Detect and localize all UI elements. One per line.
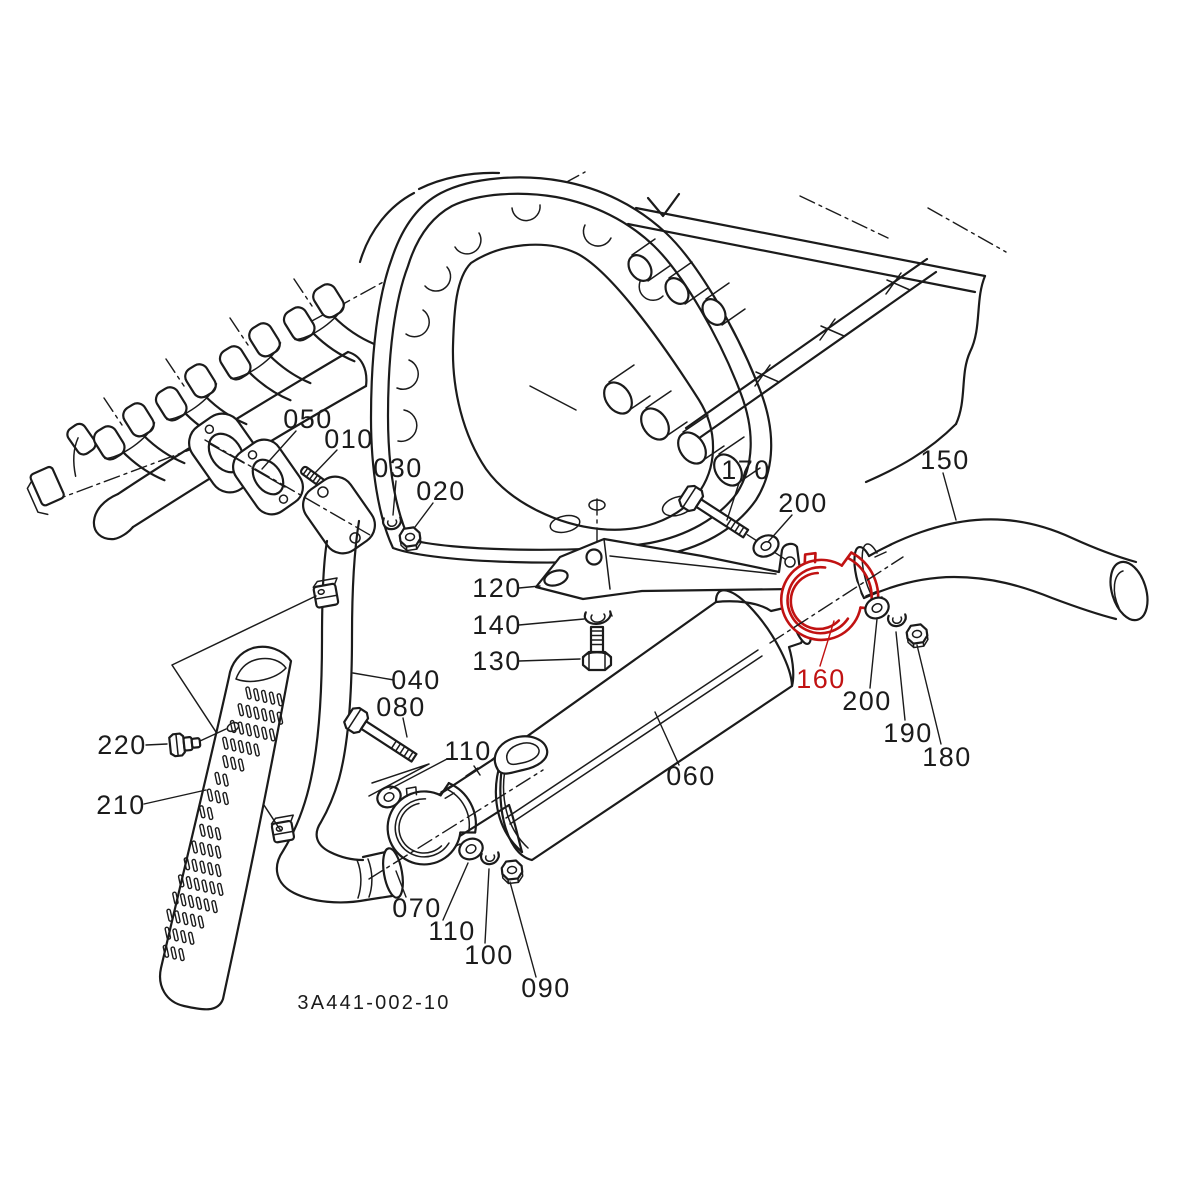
shield-perforations xyxy=(162,686,284,962)
leader-line-200 xyxy=(869,618,878,689)
part-070-clamp xyxy=(386,781,477,866)
leader-line-110 xyxy=(442,862,469,921)
part-100-spring-washer xyxy=(480,851,500,866)
part-060-muffler xyxy=(434,589,812,862)
part-130-bolt xyxy=(581,625,613,672)
leader-line-130 xyxy=(518,658,581,662)
callout-120: 120 xyxy=(472,573,522,603)
centerline-pipe-muffler xyxy=(368,769,544,880)
callout-030: 030 xyxy=(373,453,423,483)
leader-line-180 xyxy=(916,644,942,745)
callout-090: 090 xyxy=(521,973,571,1003)
flywheel-housing xyxy=(369,176,773,564)
centerline-flange-stack xyxy=(204,439,371,536)
callout-130: 130 xyxy=(472,646,522,676)
callout-layer: 0500100300201702001501201401300400801102… xyxy=(96,404,972,1003)
leader-line-080 xyxy=(402,717,408,738)
part-080-bolt xyxy=(343,706,418,763)
part-120-bracket xyxy=(534,537,802,601)
part-040-pipe-flange xyxy=(302,475,376,555)
manifold-branch-2 xyxy=(154,363,248,443)
callout-140: 140 xyxy=(472,610,522,640)
part-140-spring-washer xyxy=(583,610,613,626)
leader-line-060 xyxy=(654,711,680,766)
leader-line-030 xyxy=(392,480,397,516)
manifold-branch-4 xyxy=(282,283,376,363)
callout-110: 110 xyxy=(444,736,492,766)
callout-210: 210 xyxy=(96,790,146,820)
leader-line-050 xyxy=(261,430,297,470)
part-220-plug xyxy=(168,732,202,758)
part-180-nut xyxy=(905,623,929,649)
callout-150: 150 xyxy=(920,445,970,475)
part-210-muffler-cover xyxy=(159,645,293,1011)
callout-160: 160 xyxy=(796,664,846,694)
leader-line-040 xyxy=(352,672,395,681)
callout-070: 070 xyxy=(392,893,442,923)
callout-080: 080 xyxy=(376,692,426,722)
leader-line-170 xyxy=(726,482,740,521)
part-030-spring-washer xyxy=(382,516,402,531)
callout-180: 180 xyxy=(922,742,972,772)
engine-ports-upper xyxy=(627,238,746,326)
engine-block xyxy=(596,192,1007,553)
manifold-end-ear xyxy=(66,422,97,477)
part-020-nut xyxy=(398,526,422,552)
leader-line-220 xyxy=(145,743,168,746)
part-150-tail-pipe xyxy=(853,518,1149,622)
callout-050: 050 xyxy=(283,404,333,434)
leader-line-100 xyxy=(484,868,490,944)
leader-line-090 xyxy=(509,881,537,978)
exhaust-manifold xyxy=(26,278,376,541)
callout-100: 100 xyxy=(464,940,514,970)
shield-clamp-block-upper xyxy=(312,577,340,609)
leader-line-140 xyxy=(518,618,585,626)
manifold-branch-1 xyxy=(92,402,186,482)
part-110-washer-lower xyxy=(458,837,484,861)
part-090-nut xyxy=(500,859,524,885)
drawing-code: 3A441-002-10 xyxy=(297,992,450,1014)
leader-line-120 xyxy=(518,585,541,589)
leader-line-210 xyxy=(143,789,207,805)
engine-ports-lower xyxy=(603,364,761,487)
part-200-washer-lower xyxy=(864,596,890,620)
shield-clamp-block-lower xyxy=(270,814,296,844)
centerline-muffler-tailpipe xyxy=(769,556,904,644)
callout-010: 010 xyxy=(324,424,374,454)
callout-110: 110 xyxy=(428,916,476,946)
manifold-branch-3 xyxy=(218,322,312,402)
callout-040: 040 xyxy=(391,665,441,695)
part-170-bolt xyxy=(678,484,789,562)
leader-line-200 xyxy=(767,514,793,543)
callout-060: 060 xyxy=(666,761,716,791)
callout-220: 220 xyxy=(97,730,147,760)
part-190-spring-washer xyxy=(887,613,907,628)
callout-170: 170 xyxy=(721,455,771,485)
leader-line-190 xyxy=(895,631,906,721)
callout-200: 200 xyxy=(842,686,892,716)
leader-line-160 xyxy=(819,620,835,667)
callout-020: 020 xyxy=(416,476,466,506)
leader-line-010 xyxy=(314,449,338,474)
callout-190: 190 xyxy=(883,718,933,748)
part-200-washer-upper xyxy=(752,534,780,558)
leader-line-070 xyxy=(395,870,407,898)
manifold-end-fitting xyxy=(26,465,65,516)
leader-line-110 xyxy=(389,758,448,790)
callout-200: 200 xyxy=(778,488,828,518)
leader-line-020 xyxy=(414,502,434,528)
leader-line-150 xyxy=(942,472,957,521)
engine-assembly xyxy=(309,171,1007,564)
